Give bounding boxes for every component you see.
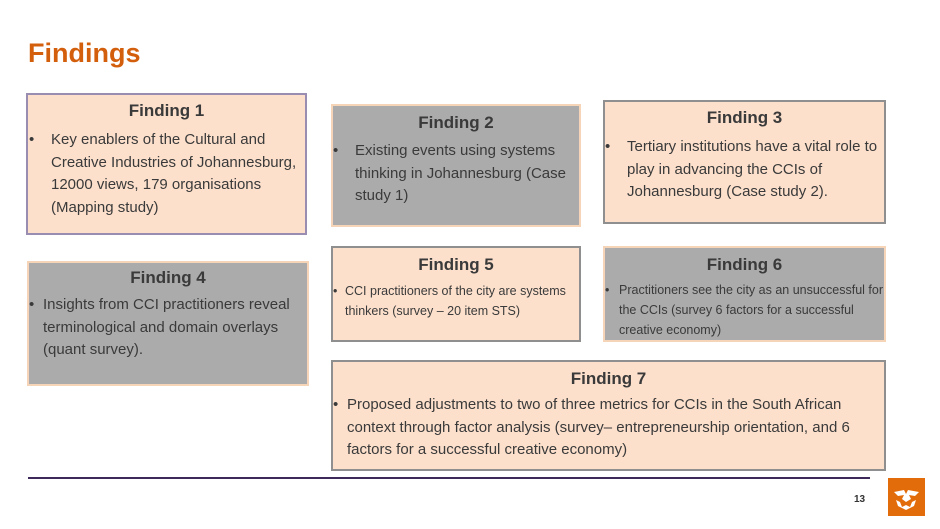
finding-2-item: • Existing events using systems thinking… bbox=[333, 140, 579, 208]
finding-1-text: Key enablers of the Cultural and Creativ… bbox=[51, 131, 297, 216]
finding-1-box: Finding 1 • Key enablers of the Cultural… bbox=[26, 93, 307, 235]
finding-7-text: Proposed adjustments to two of three met… bbox=[347, 396, 850, 458]
bullet-icon: • bbox=[333, 284, 338, 298]
finding-2-box: Finding 2 • Existing events using system… bbox=[331, 104, 581, 227]
bullet-icon: • bbox=[29, 131, 35, 148]
bullet-icon: • bbox=[605, 283, 610, 297]
finding-7-item: • Proposed adjustments to two of three m… bbox=[333, 394, 884, 462]
finding-6-text: Practitioners see the city as an unsucce… bbox=[619, 283, 884, 337]
finding-4-item: • Insights from CCI practitioners reveal… bbox=[29, 294, 307, 362]
finding-6-box: Finding 6 • Practitioners see the city a… bbox=[603, 246, 886, 342]
bullet-icon: • bbox=[29, 296, 35, 313]
finding-3-text: Tertiary institutions have a vital role … bbox=[627, 138, 878, 200]
bullet-icon: • bbox=[333, 396, 339, 413]
footer-divider bbox=[28, 477, 870, 479]
finding-7-box: Finding 7 • Proposed adjustments to two … bbox=[331, 360, 886, 471]
finding-6-item: • Practitioners see the city as an unsuc… bbox=[605, 280, 884, 340]
finding-4-box: Finding 4 • Insights from CCI practition… bbox=[27, 261, 309, 386]
finding-5-heading: Finding 5 bbox=[418, 255, 494, 274]
finding-5-item: • CCI practitioners of the city are syst… bbox=[333, 281, 579, 321]
finding-3-heading: Finding 3 bbox=[706, 108, 783, 127]
finding-7-heading: Finding 7 bbox=[570, 369, 647, 388]
page-number: 13 bbox=[854, 494, 866, 505]
finding-1-heading: Finding 1 bbox=[128, 101, 205, 120]
finding-2-heading: Finding 2 bbox=[418, 113, 494, 132]
finding-6-heading: Finding 6 bbox=[706, 255, 783, 274]
finding-5-text: CCI practitioners of the city are system… bbox=[345, 284, 566, 318]
finding-3-item: • Tertiary institutions have a vital rol… bbox=[605, 136, 884, 204]
university-logo-icon bbox=[888, 478, 925, 516]
finding-2-text: Existing events using systems thinking i… bbox=[355, 142, 566, 204]
finding-4-text: Insights from CCI practitioners reveal t… bbox=[43, 296, 290, 358]
finding-1-item: • Key enablers of the Cultural and Creat… bbox=[28, 129, 305, 219]
bullet-icon: • bbox=[333, 142, 339, 159]
finding-5-box: Finding 5 • CCI practitioners of the cit… bbox=[331, 246, 581, 342]
bullet-icon: • bbox=[605, 138, 611, 155]
finding-3-box: Finding 3 • Tertiary institutions have a… bbox=[603, 100, 886, 224]
slide-title: Findings bbox=[28, 38, 141, 68]
finding-4-heading: Finding 4 bbox=[130, 268, 206, 287]
